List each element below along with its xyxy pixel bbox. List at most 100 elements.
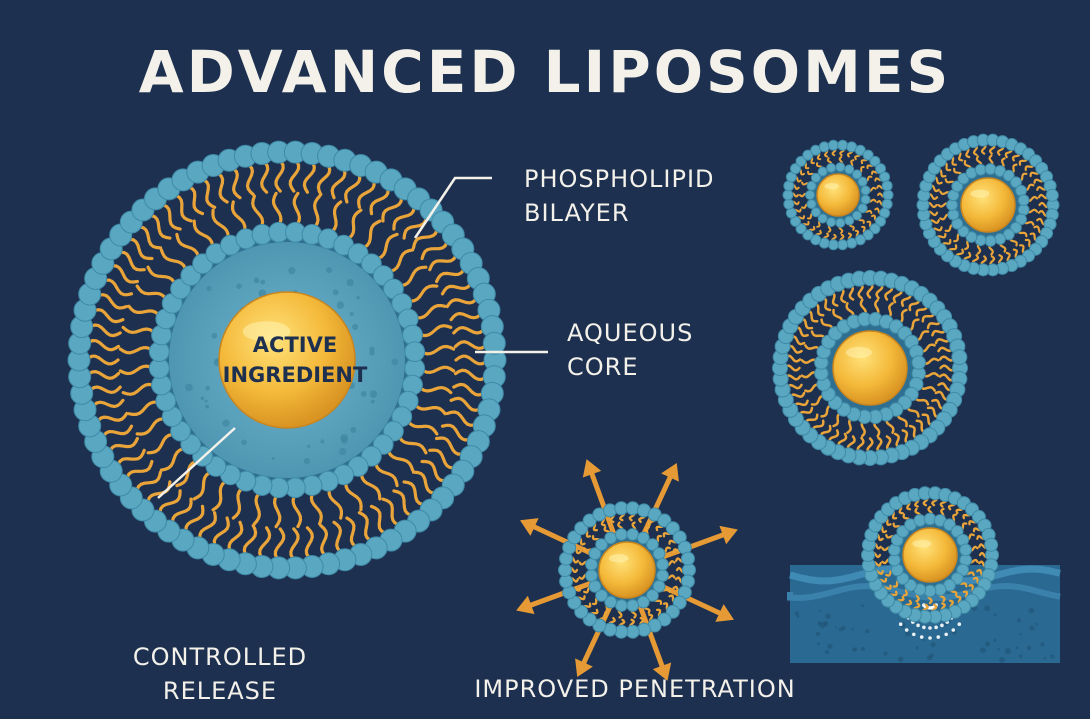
lipid-tail [420,367,453,372]
release-dot [899,622,903,626]
skin-texture-dot [916,646,919,649]
active-core [903,528,957,582]
core-label-line2: CORE [567,350,693,384]
lipid-tail [456,370,488,379]
skin-texture-dot [1027,646,1031,650]
lipid-head [616,600,628,612]
skin-texture-dot [1005,648,1011,654]
lipid-head [1018,195,1029,206]
penetration-liposome [516,459,738,681]
lipid-tail [233,486,244,518]
lipid-head [828,140,838,150]
page-title: ADVANCED LIPOSOMES [0,38,1090,106]
core-label-line1: AQUEOUS [567,316,693,350]
lipid-head [995,234,1006,245]
active-core [961,178,1015,232]
aqueous-speckle [288,267,295,274]
lipid-tail [213,480,228,510]
skin-texture-dot [922,639,925,642]
skin-texture-dot [1019,633,1021,635]
skin-texture-dot [993,613,996,616]
aqueous-speckle [206,286,211,291]
skin-texture-dot [980,647,986,653]
lipid-head [405,342,425,362]
aqueous-speckle [350,427,356,433]
skin-texture-dot [1043,657,1046,660]
active-core [599,542,655,598]
lipid-tail [387,250,412,272]
release-label: CONTROLLED RELEASE [110,640,330,708]
release-dot [936,635,940,639]
lipid-head [807,181,816,190]
bilayer-label-line2: BILAYER [524,196,715,230]
lipid-head [818,167,827,176]
lipid-head [985,538,998,551]
lipid-head [586,559,598,571]
lipid-tail [148,434,176,453]
lipid-head [604,504,617,517]
lipid-head [615,625,628,638]
core-highlight [824,183,839,189]
aqueous-speckle [205,405,209,409]
release-dot [922,626,926,630]
core-highlight [609,554,629,562]
lipid-tail [231,167,240,198]
aqueous-speckle [339,448,346,455]
skin-texture-dot [825,613,831,619]
lipid-head [807,200,816,209]
aqueous-speckle [241,440,247,446]
lipid-tail [361,471,380,499]
aqueous-speckle [304,458,310,464]
release-dot [957,622,961,626]
release-dot [944,633,948,637]
active-label-line1: ACTIVE [215,330,375,360]
skin-texture-dot [861,604,864,607]
active-core [833,331,907,405]
release-label-line2: RELEASE [110,674,330,708]
lipid-head [657,559,669,571]
lipid-head [836,163,845,172]
skin-texture-dot [1035,623,1038,626]
skin-penetration-illustration [790,487,1060,663]
lipid-tail [293,493,300,526]
lipid-tail [275,493,280,526]
aqueous-speckle [320,439,324,443]
bilayer-label: PHOSPHOLIPID BILAYER [524,162,715,230]
aqueous-speckle [201,397,204,400]
release-dot [905,628,909,632]
lipid-tail [420,347,453,354]
skin-texture-dot [861,647,865,651]
release-dot [928,636,932,640]
lipid-head [960,544,972,556]
skin-texture-dot [927,655,932,660]
lipid-head [627,529,639,541]
skin-texture-dot [1028,608,1034,614]
active-ingredient-label: ACTIVE INGREDIENT [215,330,375,390]
core-highlight [846,347,872,358]
skin-texture-dot [795,611,799,615]
lipid-head [861,186,870,195]
active-core [817,174,859,216]
lipid-tail [361,221,380,249]
lipid-head [975,164,986,175]
lipid-tail [276,159,283,191]
lipid-tail [418,386,451,393]
lipid-head [861,195,870,204]
skin-texture-dot [985,642,990,647]
lipid-tail [330,202,341,234]
lipid-head [627,600,639,612]
aqueous-speckle [205,400,208,403]
lipid-tail [294,193,299,226]
lipid-tail [375,460,397,485]
skin-texture-dot [1040,642,1044,646]
lipid-head [586,570,598,582]
skin-texture-dot [984,605,990,611]
active-label-line2: INGREDIENT [215,360,375,390]
lipid-tail [291,529,298,561]
lipid-tail [117,450,144,467]
lipid-head [845,216,854,225]
lipid-head [828,240,838,250]
skin-texture-dot [797,615,800,618]
lipid-head [626,502,639,515]
